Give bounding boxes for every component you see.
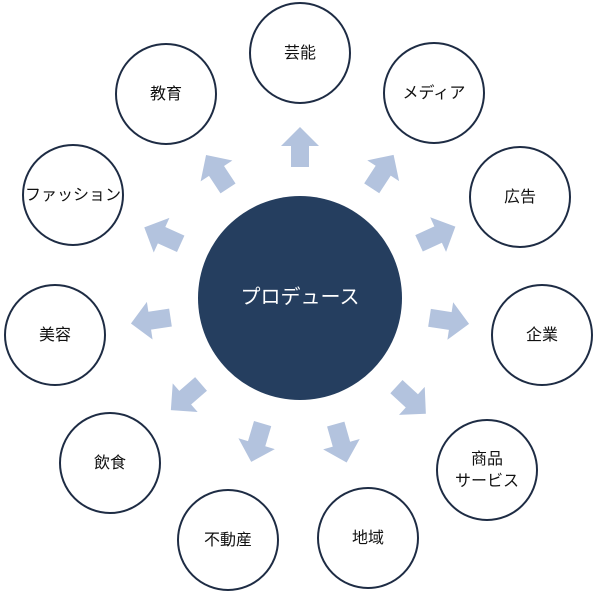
arrow-to-fudosan <box>238 421 275 462</box>
node-label: 教育 <box>150 84 182 103</box>
node-label: 商品サービス <box>455 449 519 490</box>
node-label: メディア <box>403 83 466 102</box>
arrow-to-biyo <box>130 301 172 340</box>
node-biyo: 美容 <box>4 284 106 386</box>
node-circle <box>115 43 217 145</box>
arrow-to-kigyo <box>428 302 470 340</box>
node-circle <box>317 487 419 589</box>
node-label: 広告 <box>504 187 536 206</box>
arrow-to-kyoiku <box>200 155 236 194</box>
arrow-to-media <box>364 154 400 194</box>
node-label: 企業 <box>526 325 558 344</box>
arrows-layer <box>130 127 470 463</box>
node-kokoku: 広告 <box>469 146 571 248</box>
arrow-to-fashion <box>144 217 185 253</box>
arrow-to-inshoku <box>170 377 207 413</box>
node-circle <box>383 42 485 144</box>
node-label: 飲食 <box>94 453 126 472</box>
node-circle <box>249 2 351 104</box>
arrow-to-shohin <box>390 380 426 415</box>
node-kigyo: 企業 <box>491 284 593 386</box>
node-circle <box>436 419 538 521</box>
arrow-to-chiiki <box>323 421 360 463</box>
node-inshoku: 飲食 <box>59 412 161 514</box>
node-kyoiku: 教育 <box>115 43 217 145</box>
node-media: メディア <box>383 42 485 144</box>
node-circle <box>59 412 161 514</box>
node-shohin: 商品サービス <box>436 419 538 521</box>
node-circle <box>177 489 279 591</box>
center-label: プロデュース <box>241 285 360 309</box>
arrow-to-geino <box>281 127 319 167</box>
center-node: プロデュース <box>198 196 402 400</box>
node-label: ファッション <box>25 185 121 204</box>
node-label: 地域 <box>352 528 384 547</box>
node-label: 不動産 <box>204 530 252 549</box>
arrow-to-kokoku <box>415 217 456 252</box>
center-circle <box>198 196 402 400</box>
node-circle <box>469 146 571 248</box>
node-circle <box>22 144 124 246</box>
node-fashion: ファッション <box>22 144 124 246</box>
node-label: 美容 <box>39 325 71 344</box>
node-chiiki: 地域 <box>317 487 419 589</box>
node-label: 芸能 <box>284 43 316 62</box>
node-circle <box>4 284 106 386</box>
node-fudosan: 不動産 <box>177 489 279 591</box>
node-geino: 芸能 <box>249 2 351 104</box>
node-circle <box>491 284 593 386</box>
